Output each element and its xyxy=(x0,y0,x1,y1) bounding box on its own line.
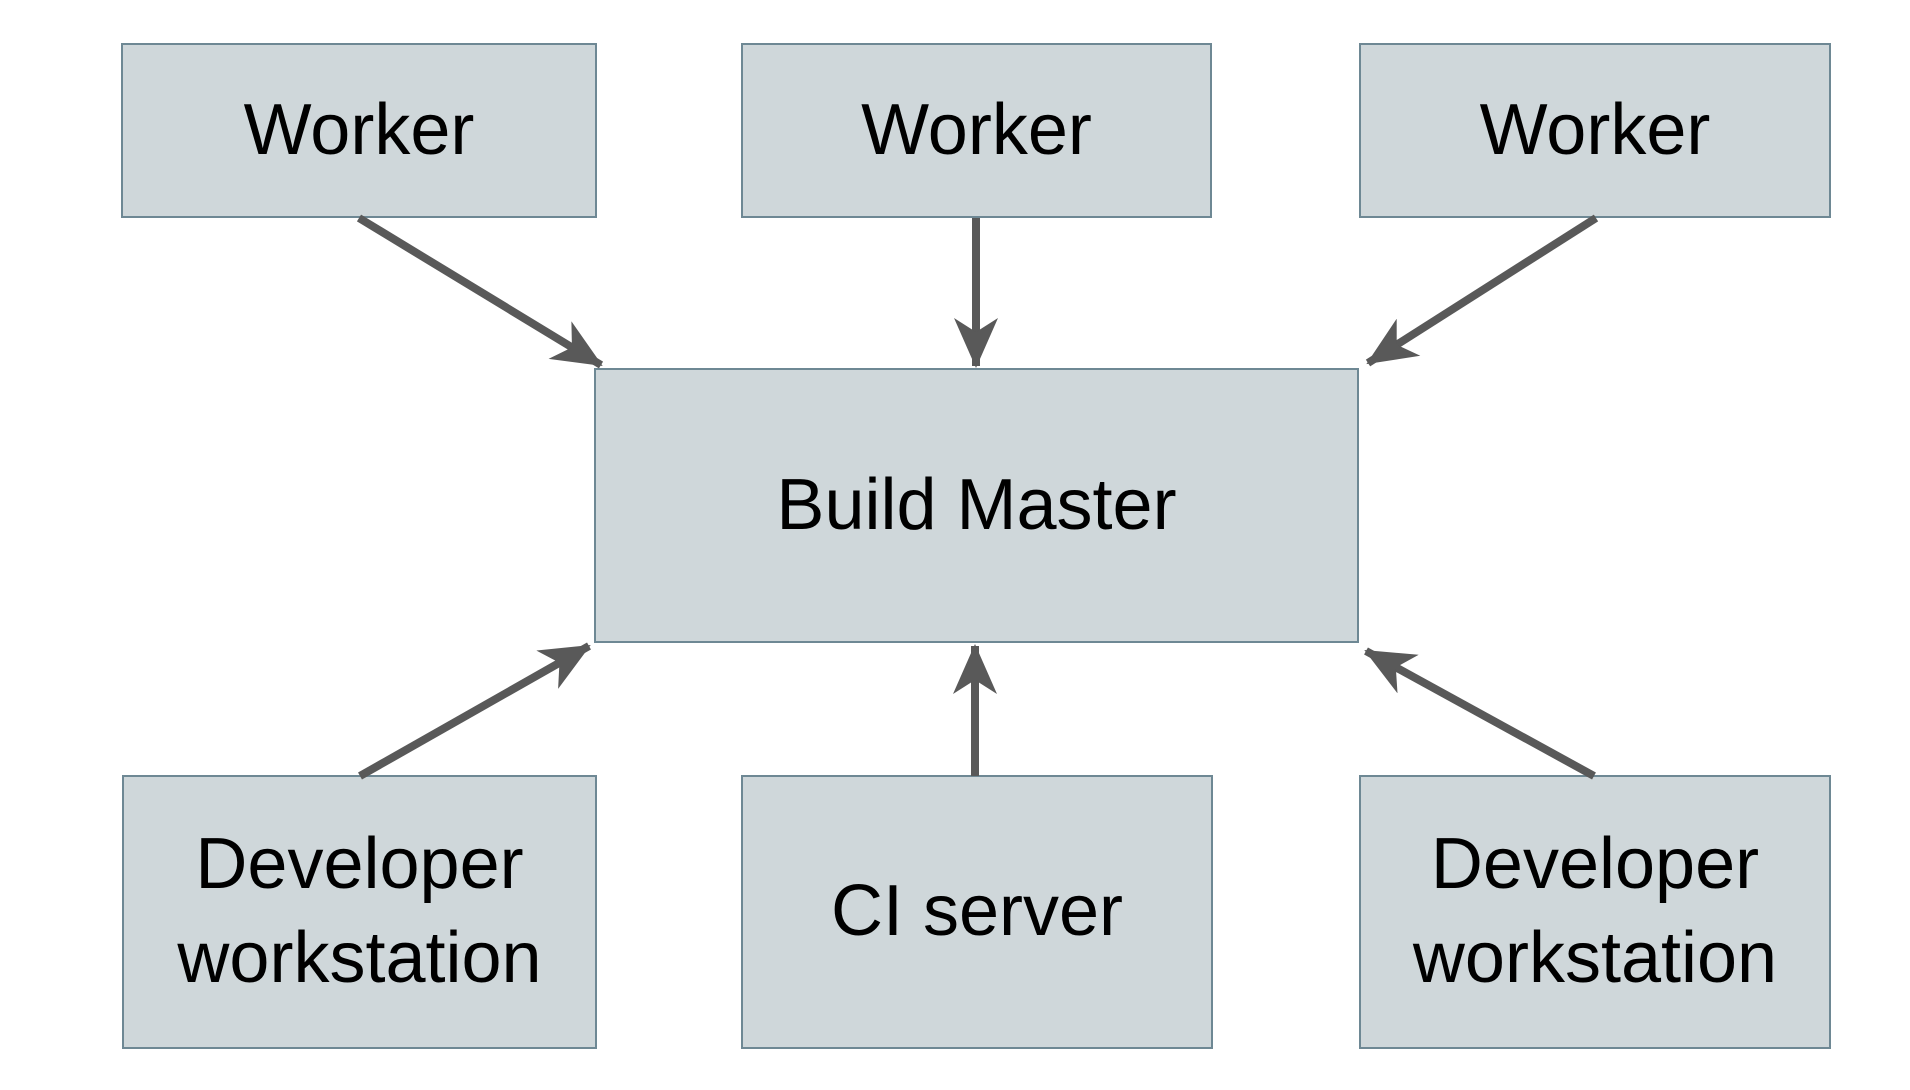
node-ci-server: CI server xyxy=(741,775,1213,1049)
node-developer-workstation-1: Developer workstation xyxy=(122,775,597,1049)
node-worker-1: Worker xyxy=(121,43,597,218)
node-worker-2: Worker xyxy=(741,43,1212,218)
node-build-master-label: Build Master xyxy=(776,464,1177,545)
node-developer-workstation-2: Developer workstation xyxy=(1359,775,1831,1049)
node-build-master: Build Master xyxy=(594,368,1359,643)
node-worker-3-label: Worker xyxy=(1479,89,1711,170)
arrow-developer-workstation-2-to-build-master xyxy=(1364,647,1596,780)
node-ci-server-label: CI server xyxy=(830,871,1124,952)
node-developer-workstation-1-label: Developer workstation xyxy=(177,824,542,998)
arrow-worker-3-to-build-master xyxy=(1365,214,1599,367)
node-worker-1-label: Worker xyxy=(243,89,475,170)
node-worker-2-label: Worker xyxy=(861,89,1092,170)
node-developer-workstation-2-label: Developer workstation xyxy=(1412,824,1778,998)
arrow-worker-1-to-build-master xyxy=(356,214,604,369)
node-worker-3: Worker xyxy=(1359,43,1831,218)
arrow-developer-workstation-1-to-build-master xyxy=(358,642,591,780)
